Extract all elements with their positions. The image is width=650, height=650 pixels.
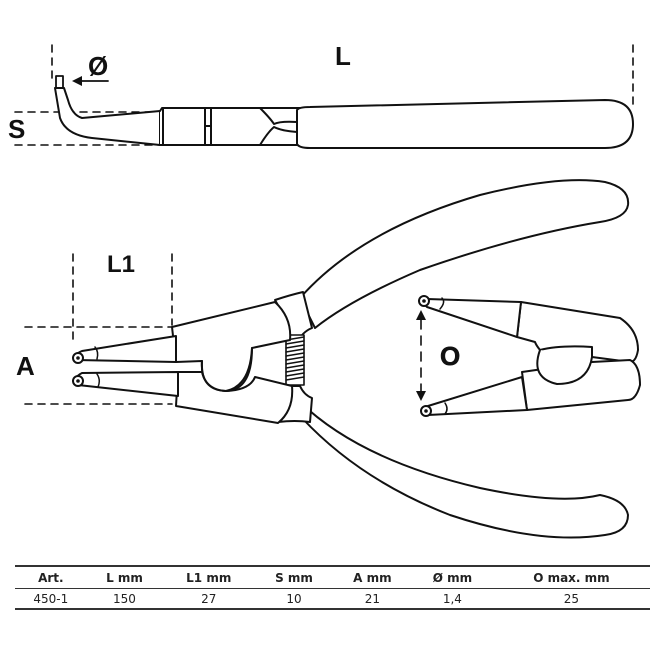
cell-jaw-length: 27 [162, 588, 256, 610]
open-jaw-view [416, 295, 641, 417]
cell-art: 450-1 [15, 588, 87, 610]
cell-tip-offset: 10 [255, 588, 333, 610]
header-art: Art. [15, 565, 87, 589]
header-tip-offset: S mm [255, 565, 333, 589]
arrow-left-icon [72, 76, 82, 86]
cell-jaw-width: 21 [332, 588, 412, 610]
header-jaw-length: L1 mm [162, 565, 256, 589]
cell-opening-max: 25 [492, 588, 650, 610]
cell-tip-diameter: 1,4 [411, 588, 493, 610]
arrow-down-icon [416, 391, 426, 401]
header-opening-max: O max. mm [492, 565, 650, 589]
label-tip-offset: S [8, 114, 25, 144]
table-row: 450-1 150 27 10 21 1,4 25 [15, 588, 650, 610]
front-dimension-lines [24, 253, 173, 405]
header-length: L mm [86, 565, 163, 589]
label-overall-length: L [335, 41, 351, 71]
closed-pliers-view [24, 179, 630, 539]
spec-table-header-row: Art. L mm L1 mm S mm A mm Ø mm O max. mm [15, 565, 650, 589]
label-opening: O [440, 341, 460, 371]
label-diameter: Ø [88, 51, 108, 81]
header-tip-diameter: Ø mm [411, 565, 493, 589]
side-dimension-lines [14, 44, 634, 146]
cell-length: 150 [86, 588, 163, 610]
label-jaw-length: L1 [107, 251, 135, 278]
side-view [14, 44, 634, 149]
label-jaw-width: A [16, 351, 35, 381]
arrow-up-icon [416, 310, 426, 320]
spec-table: Art. L mm L1 mm S mm A mm Ø mm O max. mm… [15, 565, 650, 610]
header-jaw-width: A mm [332, 565, 412, 589]
